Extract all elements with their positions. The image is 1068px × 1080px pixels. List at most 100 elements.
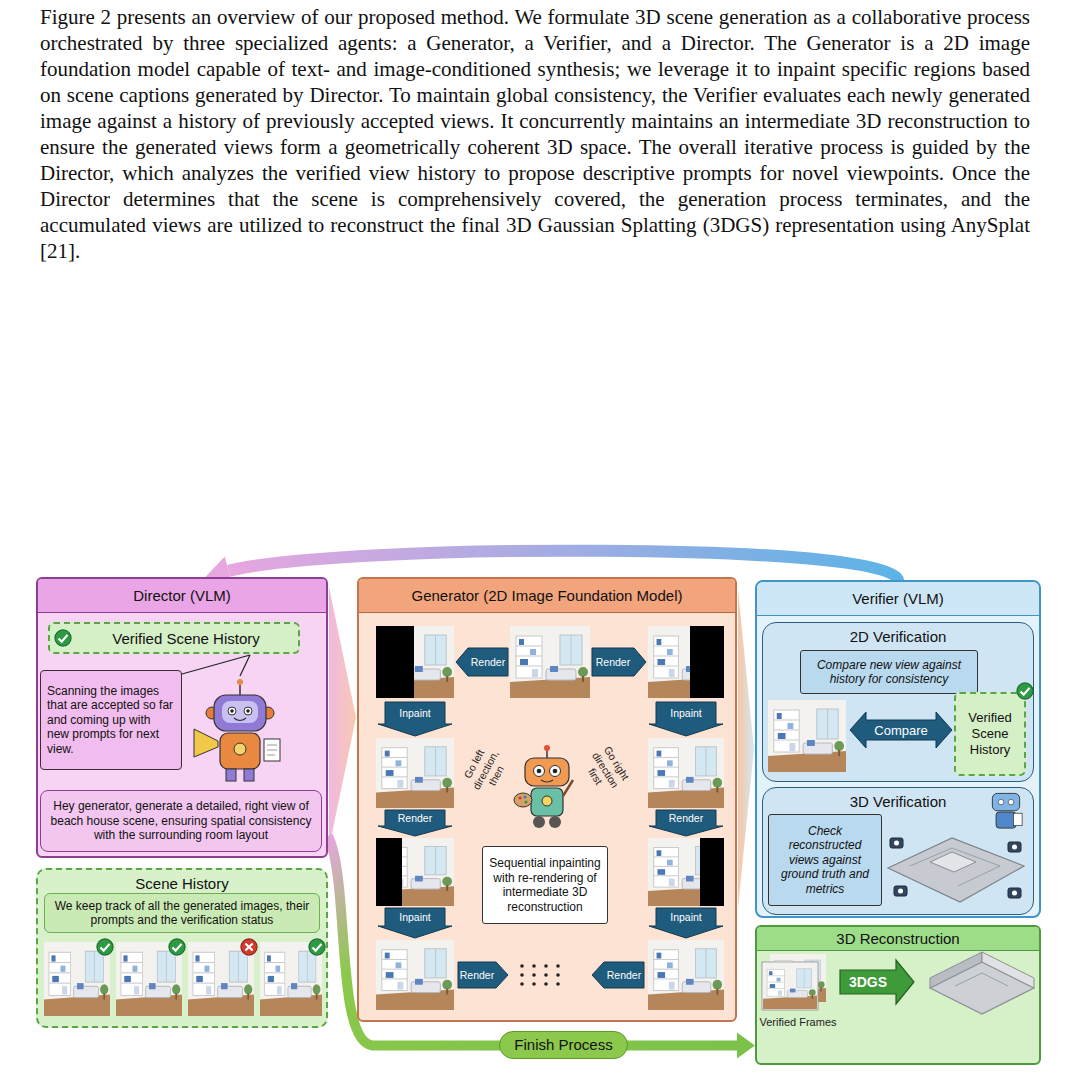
compare-figure-part bbox=[768, 700, 846, 772]
generator-figure-part bbox=[514, 745, 573, 828]
note-box: Sequential inpainting with re-rendering … bbox=[482, 846, 608, 924]
director-figure-part-part bbox=[234, 743, 246, 755]
check-panel: 3D VerificationCheck reconstructed views… bbox=[762, 787, 1034, 915]
node-text: Sequential inpainting with re-rendering … bbox=[489, 856, 601, 914]
speech-box: Scanning the images that are accepted so… bbox=[40, 670, 182, 770]
thumbnail-strip-part bbox=[309, 939, 325, 955]
director-figure-part-part bbox=[239, 685, 241, 695]
generator-figure-part-part bbox=[553, 769, 558, 774]
model-figure-part-part bbox=[1013, 813, 1022, 825]
model-figure-part-part bbox=[1008, 888, 1021, 898]
prompt-box: Hey generator, generate a detailed, righ… bbox=[40, 790, 322, 852]
thumbnail-strip-part bbox=[116, 942, 182, 1016]
generator-figure-part-part bbox=[458, 962, 508, 988]
node-text: Verifier (VLM) bbox=[757, 582, 1039, 616]
generator-figure-part-part bbox=[531, 788, 563, 816]
generator-figure-part-part bbox=[592, 648, 646, 676]
reconstruction-figure-part bbox=[930, 952, 982, 988]
node-text: 2D Verification bbox=[763, 623, 1033, 645]
generator-figure-part-part bbox=[378, 908, 452, 938]
arrow-label: Render bbox=[458, 962, 496, 988]
node-text: Scanning the images that are accepted so… bbox=[47, 684, 175, 757]
model-figure-part-part bbox=[1008, 799, 1014, 805]
generator-figure-part-part bbox=[532, 982, 536, 986]
task-box: Compare new view against history for con… bbox=[800, 650, 978, 694]
model-figure-part bbox=[890, 838, 1021, 898]
reconstruction-figure-part bbox=[763, 963, 817, 1009]
director-figure-part bbox=[194, 679, 280, 781]
arrow-label: Inpaint bbox=[656, 702, 716, 724]
generator-figure-part bbox=[648, 838, 724, 906]
note-box: We keep track of all the generated image… bbox=[44, 893, 320, 933]
director-figure-part-part bbox=[194, 729, 218, 757]
node-text: Hey generator, generate a detailed, righ… bbox=[47, 799, 315, 843]
model-figure-part-part bbox=[894, 886, 907, 896]
generator-figure-part-part bbox=[378, 702, 452, 736]
generator-figure-part-part bbox=[649, 908, 723, 938]
generator-panel: Generator (2D Image Foundation Model) Seq… bbox=[357, 577, 737, 1022]
generator-figure-part bbox=[376, 738, 454, 808]
generator-figure-part-part bbox=[556, 973, 560, 977]
generator-figure-part-part bbox=[649, 702, 723, 736]
direction-note: Go right direction first bbox=[575, 736, 636, 803]
generator-figure-part-part bbox=[556, 982, 560, 986]
reconstruction-figure-part bbox=[982, 952, 1034, 988]
generator-figure-part-part bbox=[520, 973, 524, 977]
generator-figure-part-part bbox=[544, 964, 548, 968]
arrow-label: Render bbox=[656, 810, 716, 826]
edge-label: Finish Process bbox=[499, 1031, 627, 1059]
arrow-label: Inpaint bbox=[656, 908, 716, 926]
generator-figure-part bbox=[376, 838, 402, 906]
generator-figure-part-part bbox=[544, 982, 548, 986]
check-icon-part bbox=[1017, 683, 1033, 699]
director-figure-part-part bbox=[228, 707, 236, 715]
generator-figure-part bbox=[376, 626, 454, 698]
generator-figure-part-part bbox=[649, 810, 723, 836]
director-figure-part-part bbox=[267, 750, 277, 751]
node-text: Generator (2D Image Foundation Model) bbox=[359, 579, 735, 613]
generator-figure-part-part bbox=[542, 796, 552, 806]
director-figure-part-part bbox=[220, 733, 260, 769]
arrow-label: 3DGS bbox=[840, 970, 896, 994]
node-text: Verified Scene History bbox=[80, 630, 292, 647]
director-figure-part-part bbox=[264, 739, 280, 761]
compare-figure-part bbox=[850, 712, 952, 748]
model-figure-part bbox=[910, 848, 1000, 886]
generator-figure-part-part bbox=[534, 766, 545, 777]
generator-figure-part bbox=[690, 626, 724, 698]
director-figure-part-part bbox=[214, 695, 266, 731]
model-figure-part-part bbox=[996, 812, 1016, 828]
reconstruction-figure-part bbox=[770, 954, 826, 1002]
generator-figure-part-part bbox=[456, 648, 508, 676]
task-box: Check reconstructed views against ground… bbox=[768, 814, 882, 906]
director-figure-part-part bbox=[222, 701, 258, 723]
director-figure-part-part bbox=[262, 707, 274, 719]
arrow-label: Render bbox=[592, 648, 634, 676]
node-text: 3D Verification bbox=[763, 788, 1033, 810]
director-figure-part bbox=[240, 655, 250, 676]
node-text: Scene History bbox=[38, 870, 326, 892]
model-figure-part-part bbox=[894, 841, 899, 846]
director-figure-part-part bbox=[267, 755, 275, 756]
flow-arrow bbox=[329, 587, 356, 848]
flow-wedge bbox=[738, 590, 754, 908]
generator-figure-part-part bbox=[520, 982, 524, 986]
generator-figure-part-part bbox=[523, 795, 526, 798]
check-panel: 2D VerificationCompare new view against … bbox=[762, 622, 1034, 782]
thumbnail-strip-part bbox=[188, 942, 254, 1016]
generator-figure-part bbox=[510, 626, 590, 698]
generator-figure-part-part bbox=[514, 793, 532, 807]
generator-figure-part-part bbox=[550, 766, 561, 777]
arrow-head bbox=[737, 1032, 755, 1058]
reconstruction-figure-part bbox=[930, 962, 1034, 1014]
generator-figure-part bbox=[376, 626, 414, 698]
verifier-panel: Verifier (VLM) 2D VerificationCompare ne… bbox=[755, 580, 1041, 918]
generator-figure-part-part bbox=[537, 769, 542, 774]
model-figure-part-part bbox=[1012, 891, 1017, 896]
director-figure-part-part bbox=[244, 769, 254, 781]
reconstruction-figure-part bbox=[762, 962, 818, 1010]
reconstruction-panel: 3D Reconstruction bbox=[755, 925, 1041, 1065]
model-figure-part bbox=[888, 838, 1024, 902]
reconstruction-figure-part bbox=[955, 973, 1008, 986]
history-panel: Scene HistoryWe keep track of all the ge… bbox=[36, 868, 328, 1028]
